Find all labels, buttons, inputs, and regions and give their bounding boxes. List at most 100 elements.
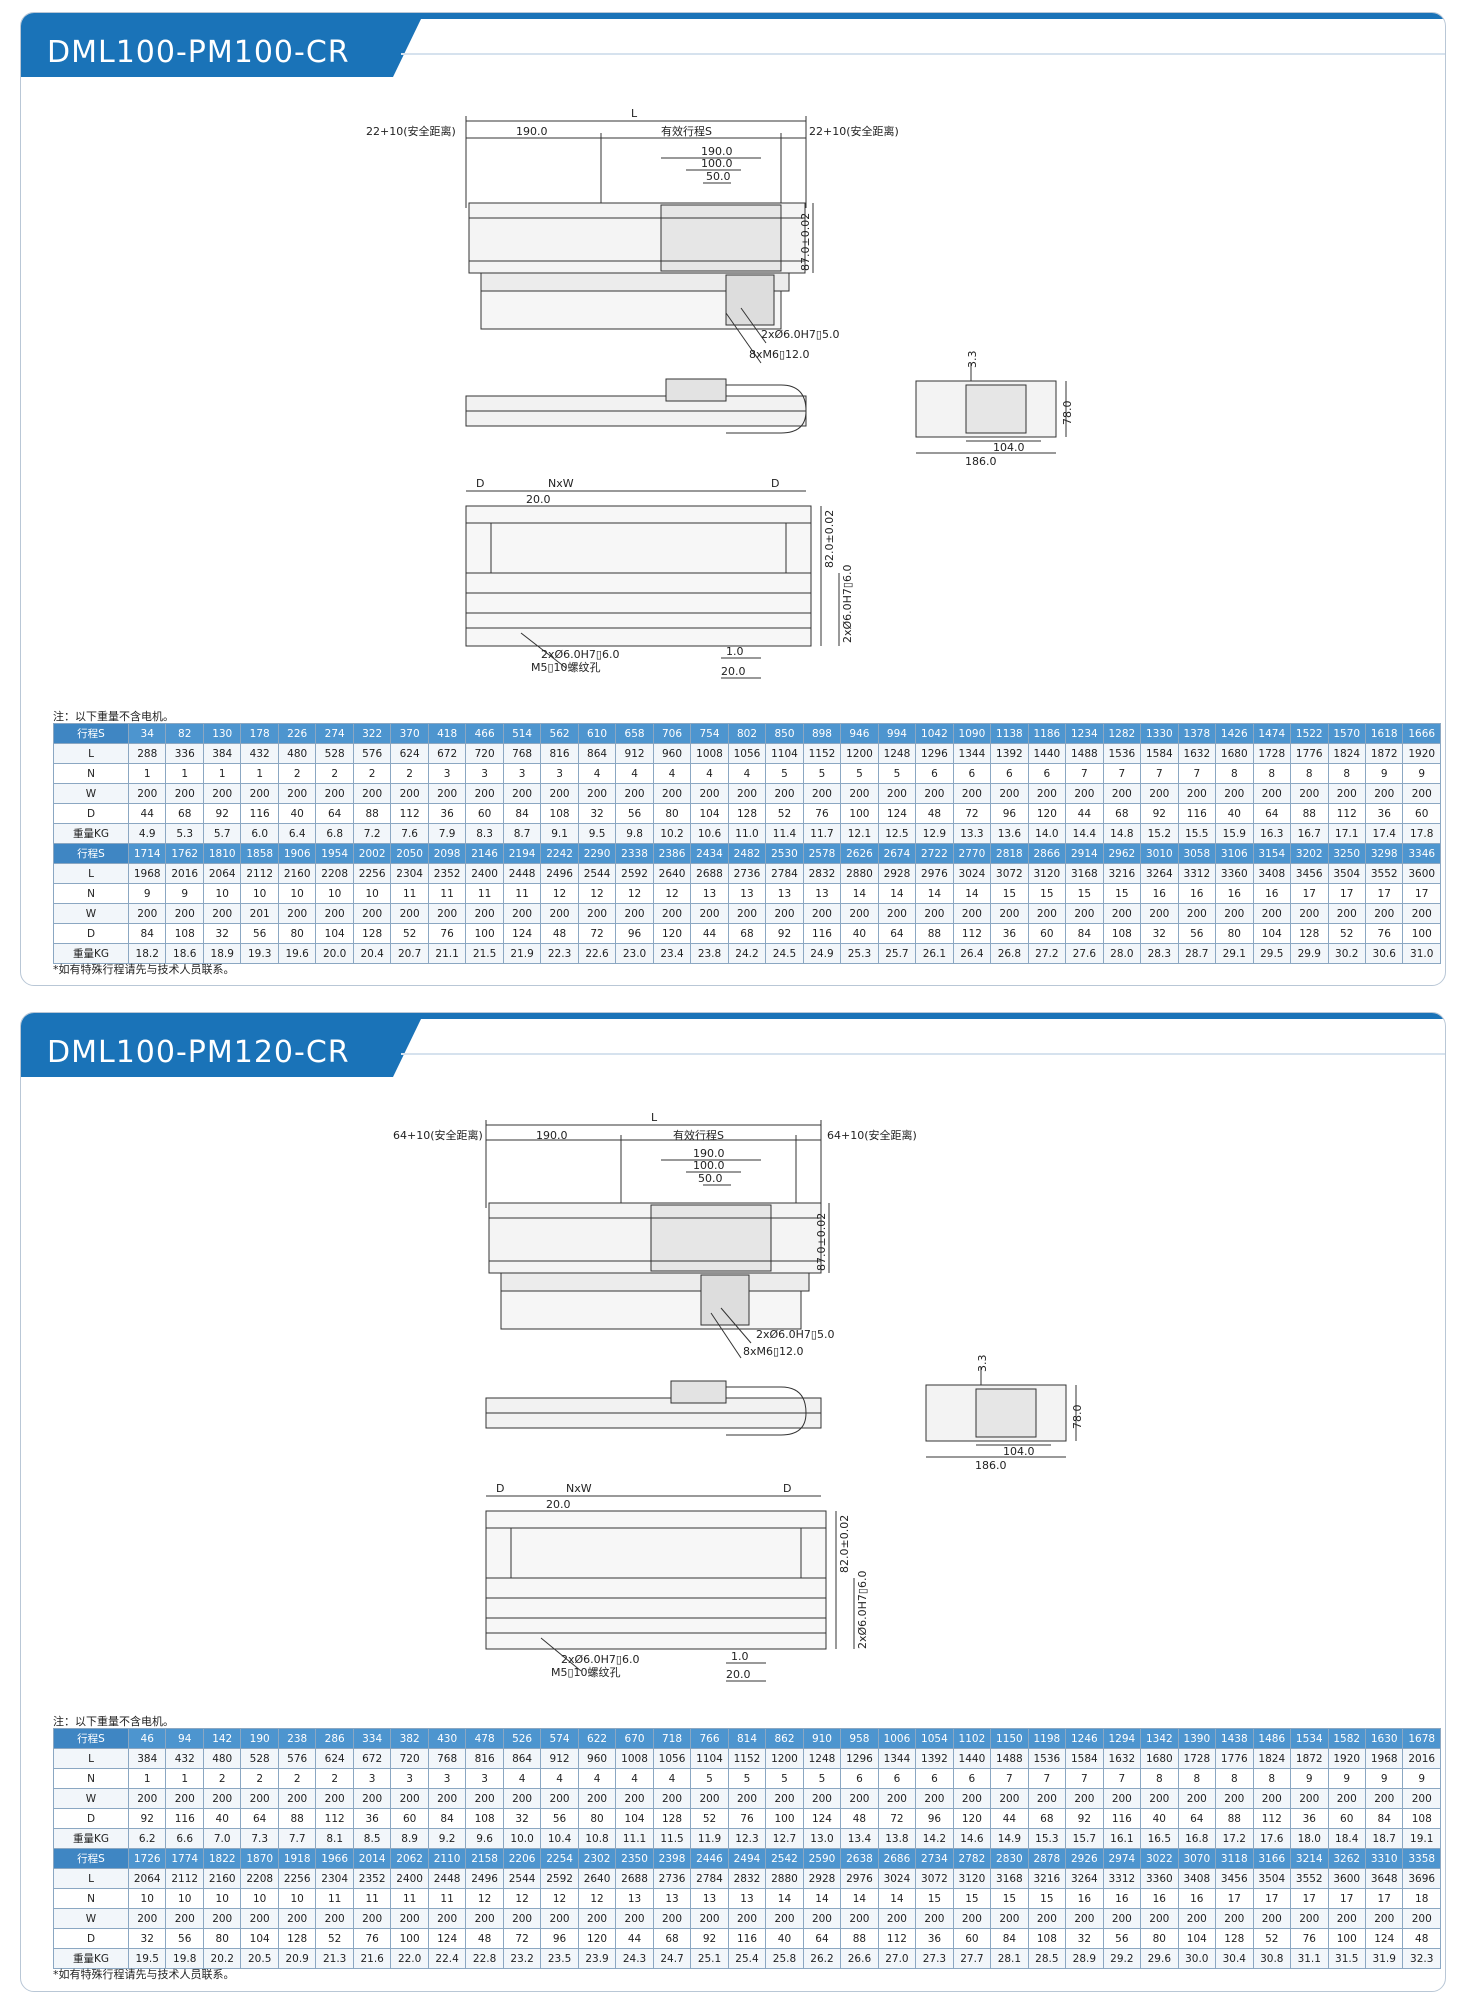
table-cell: 754 [690, 723, 729, 744]
table-cell: 1440 [1027, 743, 1067, 764]
table-cell: 3600 [1402, 863, 1441, 884]
table-cell: 200 [727, 783, 767, 804]
table-cell: 2254 [540, 1848, 579, 1869]
table-cell: 32 [127, 1928, 167, 1949]
table-cell: 1968 [1364, 1748, 1404, 1769]
table-cell: 4 [577, 1768, 617, 1789]
table-cell: 200 [390, 903, 429, 924]
table-cell: 200 [840, 903, 879, 924]
table-cell: 23.0 [615, 943, 654, 964]
table-cell: 12 [540, 883, 579, 904]
table-cell: 11.4 [765, 823, 804, 844]
table-cell: 112 [952, 923, 992, 944]
table-cell: 112 [1327, 803, 1366, 824]
table-cell: 1488 [990, 1748, 1029, 1769]
table-cell: 60 [1327, 1808, 1366, 1829]
table-cell: 1776 [1215, 1748, 1254, 1769]
table-cell: 29.1 [1215, 943, 1254, 964]
table-cell: 624 [390, 743, 429, 764]
table-cell: 1390 [1177, 1728, 1217, 1749]
table-cell: 88 [840, 1928, 879, 1949]
table-cell: 200 [352, 1788, 392, 1809]
table-cell: 200 [202, 783, 242, 804]
table-cell: 116 [1102, 1808, 1142, 1829]
table-cell: 16.8 [1177, 1828, 1217, 1849]
table-cell: 14.6 [952, 1828, 992, 1849]
table-cell: 15 [1102, 883, 1142, 904]
table-cell: 200 [1252, 1908, 1292, 1929]
table-cell: 7.0 [202, 1828, 242, 1849]
row-label: N [53, 883, 129, 904]
section-title: DML100-PM100-CR [47, 35, 350, 70]
table-cell: 11.0 [727, 823, 767, 844]
table-cell: 2784 [690, 1868, 729, 1889]
row-label: N [53, 1768, 129, 1789]
table-cell: 3058 [1177, 843, 1217, 864]
table-cell: 6 [952, 1768, 992, 1789]
table-cell: 3216 [1027, 1868, 1067, 1889]
dim-100: 100.0 [701, 157, 733, 170]
dim-50: 50.0 [706, 170, 731, 183]
table-cell: 32 [577, 803, 617, 824]
table-cell: 3072 [915, 1868, 954, 1889]
dim-L: L [651, 1111, 658, 1124]
table-cell: 200 [165, 903, 204, 924]
table-cell: 22.6 [577, 943, 617, 964]
table-cell: 6 [990, 763, 1029, 784]
table-cell: 4 [540, 1768, 579, 1789]
table-cell: 100 [765, 1808, 804, 1829]
table-cell: 1344 [952, 743, 992, 764]
table-cell: 14 [877, 1888, 917, 1909]
table-cell: 200 [277, 1908, 317, 1929]
table-cell: 60 [465, 803, 504, 824]
table-cell: 200 [465, 903, 504, 924]
table-cell: 200 [1252, 903, 1292, 924]
table-cell: 8 [1290, 763, 1329, 784]
table-cell: 802 [727, 723, 767, 744]
table-cell: 1632 [1177, 743, 1217, 764]
table-cell: 30.4 [1215, 1948, 1254, 1969]
table-cell: 6 [840, 1768, 879, 1789]
table-cell: 100 [465, 923, 504, 944]
table-cell: 2448 [502, 863, 542, 884]
table-cell: 2 [202, 1768, 242, 1789]
table-cell: 48 [540, 923, 579, 944]
table-cell: 40 [1140, 1808, 1179, 1829]
table-cell: 1006 [877, 1728, 917, 1749]
table-cell: 104 [615, 1808, 654, 1829]
table-cell: 200 [502, 783, 542, 804]
table-cell: 6.8 [315, 823, 354, 844]
table-cell: 200 [1140, 783, 1179, 804]
table-cell: 12 [577, 1888, 617, 1909]
table-cell: 76 [727, 1808, 767, 1829]
table-cell: 15 [990, 883, 1029, 904]
table-cell: 12 [615, 883, 654, 904]
table-cell: 2398 [652, 1848, 692, 1869]
table-cell: 2722 [915, 843, 954, 864]
table-cell: 84 [990, 1928, 1029, 1949]
table-cell: 672 [427, 743, 467, 764]
table-cell: 850 [765, 723, 804, 744]
table-cell: 5 [690, 1768, 729, 1789]
table-cell: 1392 [915, 1748, 954, 1769]
section-top-bar [21, 13, 1445, 19]
table-cell: 56 [540, 1808, 579, 1829]
table-cell: 17.8 [1402, 823, 1441, 844]
table-cell: 200 [1102, 1788, 1142, 1809]
table-cell: 200 [1177, 1908, 1217, 1929]
table-cell: 11.9 [690, 1828, 729, 1849]
table-cell: 200 [990, 783, 1029, 804]
table-cell: 1200 [765, 1748, 804, 1769]
table-cell: 104 [1252, 923, 1292, 944]
table-cell: 88 [352, 803, 392, 824]
technical-drawing: 64+10(安全距离) 64+10(安全距离) L 190.0 有效行程S 19… [393, 1111, 1084, 1682]
table-cell: 124 [1364, 1928, 1404, 1949]
table-cell: 3360 [1215, 863, 1254, 884]
table-cell: 1680 [1215, 743, 1254, 764]
dim-78: 78.0 [1061, 401, 1074, 426]
table-cell: 200 [915, 783, 954, 804]
table-cell: 200 [390, 1788, 429, 1809]
